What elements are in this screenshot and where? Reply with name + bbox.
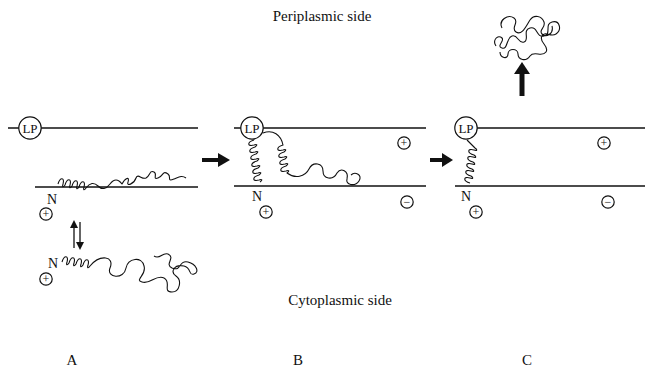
- panel-label: A: [67, 352, 78, 369]
- released-protein: [495, 16, 560, 59]
- terminus-label: N: [47, 192, 57, 207]
- charge-symbol: −: [400, 195, 414, 209]
- equilibrium-arrow: [79, 222, 80, 243]
- protein-chain: [249, 140, 262, 182]
- circle-outline: [260, 206, 272, 218]
- protein-chain: [62, 254, 197, 292]
- lipid-anchor-circle: LP: [18, 116, 42, 140]
- protein-chain: [58, 172, 186, 190]
- circle-outline: [470, 206, 482, 218]
- terminus-label: N: [252, 189, 262, 204]
- circle-outline: [40, 208, 52, 220]
- charge-symbol: +: [259, 205, 273, 219]
- node-text: +: [401, 137, 408, 149]
- circle-outline: [398, 137, 410, 149]
- arrowhead: [514, 62, 530, 74]
- node-text: LP: [22, 122, 37, 135]
- circle-outline: [455, 117, 477, 139]
- release-arrow: [520, 72, 525, 96]
- charge-symbol: +: [397, 136, 411, 150]
- charge-symbol: +: [469, 205, 483, 219]
- panel-label: B: [293, 352, 303, 369]
- arrowhead: [76, 242, 84, 250]
- protein-chain: [263, 132, 360, 185]
- charge-symbol: +: [39, 207, 53, 221]
- node-text: −: [605, 196, 612, 208]
- panel-label: C: [522, 352, 532, 369]
- circle-outline: [19, 117, 41, 139]
- arrowhead: [218, 153, 230, 167]
- lipid-anchor-circle: LP: [454, 116, 478, 140]
- circle-outline: [40, 273, 52, 285]
- node-text: −: [404, 196, 411, 208]
- step-arrow: [430, 158, 443, 162]
- terminus-label: N: [461, 189, 471, 204]
- circle-outline: [598, 137, 610, 149]
- circle-outline: [602, 196, 614, 208]
- node-text: +: [601, 137, 608, 149]
- arrowhead: [70, 220, 78, 228]
- circle-outline: [241, 117, 263, 139]
- node-text: +: [43, 273, 50, 285]
- terminus-label: N: [48, 256, 58, 271]
- inner-membrane: [35, 186, 198, 187]
- inner-membrane: [455, 185, 645, 186]
- inner-membrane: [234, 185, 426, 186]
- charge-symbol: +: [39, 272, 53, 286]
- charge-symbol: +: [597, 136, 611, 150]
- protein-chain: [465, 140, 477, 183]
- step-arrow: [202, 158, 219, 162]
- circle-outline: [401, 196, 413, 208]
- node-text: +: [473, 206, 480, 218]
- outer-membrane: [455, 127, 645, 128]
- lipid-anchor-circle: LP: [240, 116, 264, 140]
- node-text: LP: [458, 122, 473, 135]
- region-label: Cytoplasmic side: [288, 292, 392, 309]
- charge-symbol: −: [601, 195, 615, 209]
- region-label: Periplasmic side: [273, 8, 372, 25]
- node-text: +: [43, 208, 50, 220]
- arrowhead: [442, 153, 453, 167]
- equilibrium-arrow: [73, 227, 74, 248]
- node-text: +: [263, 206, 270, 218]
- node-text: LP: [244, 122, 259, 135]
